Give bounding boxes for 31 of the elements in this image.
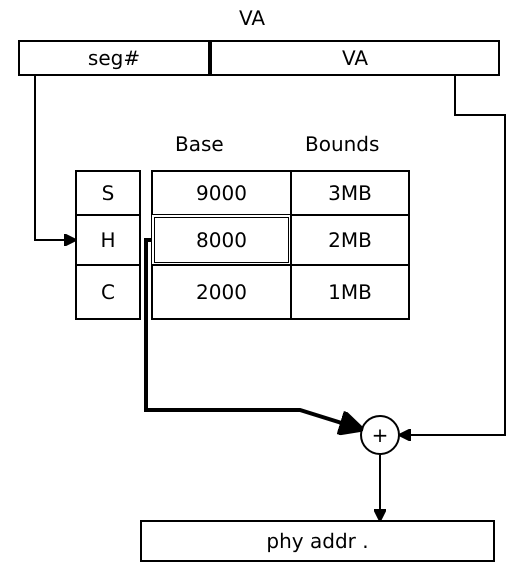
cell-text: 9000 [196,181,247,205]
cell-text: VA [342,46,368,70]
cell-text: C [101,280,115,304]
bar-heading: VA [239,6,266,30]
table-cell [151,264,292,320]
table-cell [151,214,292,266]
arrow [144,238,365,436]
cell-text: 8000 [196,228,247,252]
table-cell [290,264,410,320]
cell-text: 1MB [328,280,372,304]
table-cell [75,264,141,320]
cell-text: phy addr . [266,529,369,553]
adder-circle [360,415,400,455]
table-cell [75,214,141,266]
cell-text: 2000 [196,280,247,304]
cell-text: S [102,181,114,205]
table-cell [75,170,141,216]
arrow [34,76,78,247]
arrow [373,455,387,522]
cell-text: 3MB [328,181,372,205]
cell-text: seg# [88,46,140,70]
table-cell [151,170,292,216]
arrow [398,76,506,442]
operator-symbol: + [372,423,388,447]
column-header: Base [175,132,224,156]
output-box [140,520,495,562]
column-header: Bounds [305,132,380,156]
table-cell [290,214,410,266]
cell-text: 2MB [328,228,372,252]
table-cell [290,170,410,216]
cell-text: H [100,228,116,252]
